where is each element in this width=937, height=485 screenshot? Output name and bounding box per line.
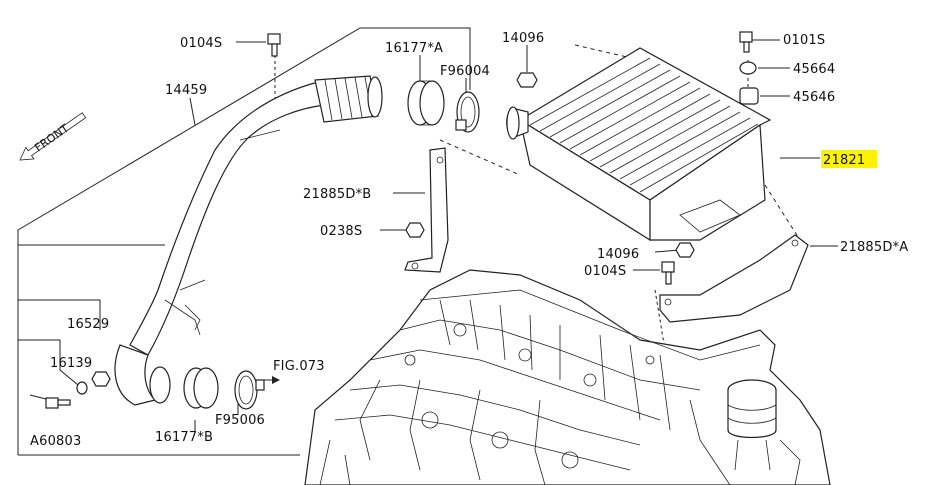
label-a60803: A60803 — [30, 434, 81, 449]
clamp-f95006 — [234, 370, 265, 410]
label-16177a: 16177*A — [385, 41, 443, 56]
oil-filter — [727, 379, 777, 471]
label-f95006: F95006 — [215, 413, 265, 428]
leader-lines — [17, 27, 838, 456]
coupler-16177a — [407, 80, 445, 126]
nut-0238s — [405, 222, 425, 238]
nut-14096-mid — [675, 242, 695, 258]
label-21821: 21821 — [823, 153, 865, 168]
label-45646: 45646 — [793, 90, 835, 105]
label-16177b: 16177*B — [155, 430, 213, 445]
label-0104s-mid: 0104S — [584, 264, 626, 279]
label-14096-top: 14096 — [502, 31, 544, 46]
bolt-0101s — [739, 31, 753, 53]
label-16139: 16139 — [50, 356, 92, 371]
bracket-21885d-b — [404, 147, 449, 273]
intake-duct — [114, 75, 383, 406]
grommet-45646 — [739, 87, 759, 105]
label-21885d-b: 21885D*B — [303, 187, 371, 202]
label-14459: 14459 — [165, 83, 207, 98]
highlight-21821 — [821, 150, 877, 168]
label-fig073: FIG.073 — [273, 359, 325, 374]
intercooler — [506, 47, 772, 242]
intercooler-fins — [529, 57, 759, 193]
engine-assembly — [304, 269, 831, 485]
label-14096-mid: 14096 — [597, 247, 639, 262]
washer-16139 — [76, 371, 111, 395]
bracket-21885d-a — [659, 234, 809, 323]
bolt-a60803 — [45, 397, 71, 409]
label-21885d-a: 21885D*A — [840, 240, 908, 255]
front-arrow-icon — [19, 112, 87, 161]
label-0238s: 0238S — [320, 224, 362, 239]
label-front: FRONT — [32, 122, 71, 155]
label-0101s: 0101S — [783, 33, 825, 48]
bolt-0104s-top — [267, 33, 281, 57]
part-labels: 0104S 16177*A 14096 0101S 45664 45646 14… — [30, 31, 908, 449]
label-45664: 45664 — [793, 62, 835, 77]
grommet-45664 — [739, 61, 757, 75]
bolt-0104s-mid — [661, 261, 675, 285]
label-16529: 16529 — [67, 317, 109, 332]
nut-14096-top — [516, 72, 538, 88]
clamp-f96004 — [455, 91, 480, 133]
label-f96004: F96004 — [440, 64, 490, 79]
corrugated-hose — [314, 75, 383, 123]
coupler-16177b — [183, 367, 219, 409]
label-0104s-top: 0104S — [180, 36, 222, 51]
